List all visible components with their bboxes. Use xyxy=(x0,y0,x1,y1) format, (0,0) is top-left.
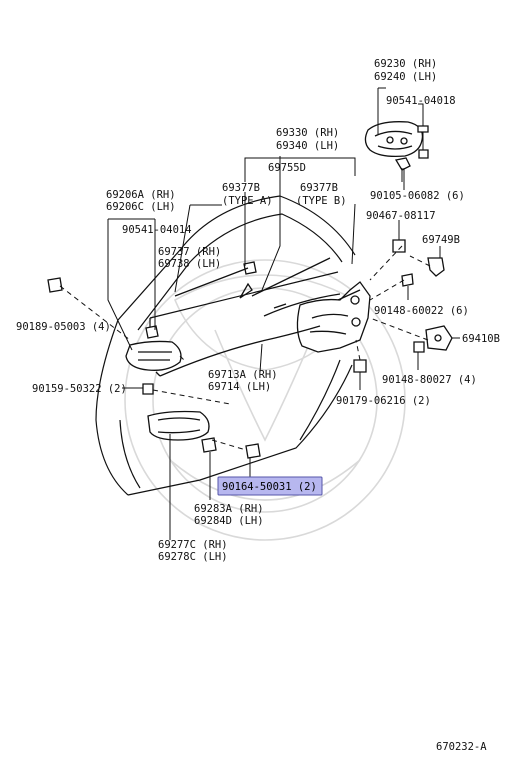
outside-handle-part xyxy=(364,121,424,158)
inside-handle-69277-part xyxy=(147,410,210,441)
clip-90467-part xyxy=(392,239,406,253)
clip-90164-part xyxy=(245,443,261,459)
label-69230[interactable]: 69230 (RH) xyxy=(374,58,437,70)
label-90148-60022[interactable]: 90148-60022 (6) xyxy=(374,305,469,317)
label-69737[interactable]: 69737 (RH) xyxy=(158,246,221,258)
label-90148-80027[interactable]: 90148-80027 (4) xyxy=(382,374,477,386)
label-69755d[interactable]: 69755D xyxy=(268,162,306,174)
label-90164-50031[interactable]: 90164-50031 (2) xyxy=(222,481,317,493)
label-90179-06216[interactable]: 90179-06216 (2) xyxy=(336,395,431,407)
label-90467-08117[interactable]: 90467-08117 xyxy=(366,210,436,222)
label-69714[interactable]: 69714 (LH) xyxy=(208,381,271,393)
bezel-69283-part xyxy=(201,437,217,453)
clip-90159-part xyxy=(142,383,154,395)
label-69283a[interactable]: 69283A (RH) xyxy=(194,503,264,515)
lock-knob-69206-part xyxy=(125,340,182,371)
part-labels: 69230 (RH) 69240 (LH) 90541-04018 69330 … xyxy=(16,58,500,753)
highlight-box-90164[interactable] xyxy=(217,476,323,496)
label-69206a[interactable]: 69206A (RH) xyxy=(106,189,176,201)
label-90105-06082[interactable]: 90105-06082 (6) xyxy=(370,190,465,202)
rod-69713-part xyxy=(155,325,321,377)
label-90159-50322[interactable]: 90159-50322 (2) xyxy=(32,383,127,395)
clip-90189-part xyxy=(47,277,63,293)
label-69410b[interactable]: 69410B xyxy=(462,333,500,345)
bolt-90179-part xyxy=(353,359,367,373)
label-90541-04018[interactable]: 90541-04018 xyxy=(386,95,456,107)
label-69330[interactable]: 69330 (RH) xyxy=(276,127,339,139)
leader-lines xyxy=(107,87,460,540)
label-69206c[interactable]: 69206C (LH) xyxy=(106,201,176,213)
bolt-90148-80027-part xyxy=(413,341,425,353)
door-lock-assembly-part xyxy=(296,281,371,353)
label-69377b-b[interactable]: 69377B xyxy=(300,182,338,194)
rod-69737-part xyxy=(174,261,257,297)
label-90541-04014[interactable]: 90541-04014 xyxy=(122,224,192,236)
label-69340[interactable]: 69340 (LH) xyxy=(276,140,339,152)
label-69278c[interactable]: 69278C (LH) xyxy=(158,551,228,563)
diagram-id: 670232-A xyxy=(436,741,487,753)
label-69284d[interactable]: 69284D (LH) xyxy=(194,515,264,527)
dashed-guides xyxy=(59,245,431,451)
label-69277c[interactable]: 69277C (RH) xyxy=(158,539,228,551)
label-69377b-a[interactable]: 69377B xyxy=(222,182,260,194)
label-type-a: (TYPE A) xyxy=(222,195,273,207)
rods-69377b-part xyxy=(239,257,341,317)
bolt-90148-60022-part xyxy=(401,273,414,287)
label-69738[interactable]: 69738 (LH) xyxy=(158,258,221,270)
handle-screw-part xyxy=(417,125,429,159)
bolt-90105-part xyxy=(394,157,411,182)
label-type-b: (TYPE B) xyxy=(296,195,347,207)
bracket-69410-part xyxy=(425,325,453,351)
label-69240[interactable]: 69240 (LH) xyxy=(374,71,437,83)
screw-90541-left-part xyxy=(145,325,159,339)
label-90189-05003[interactable]: 90189-05003 (4) xyxy=(16,321,111,333)
label-69749b[interactable]: 69749B xyxy=(422,234,460,246)
label-69713a[interactable]: 69713A (RH) xyxy=(208,369,278,381)
bracket-69749-part xyxy=(427,257,445,277)
